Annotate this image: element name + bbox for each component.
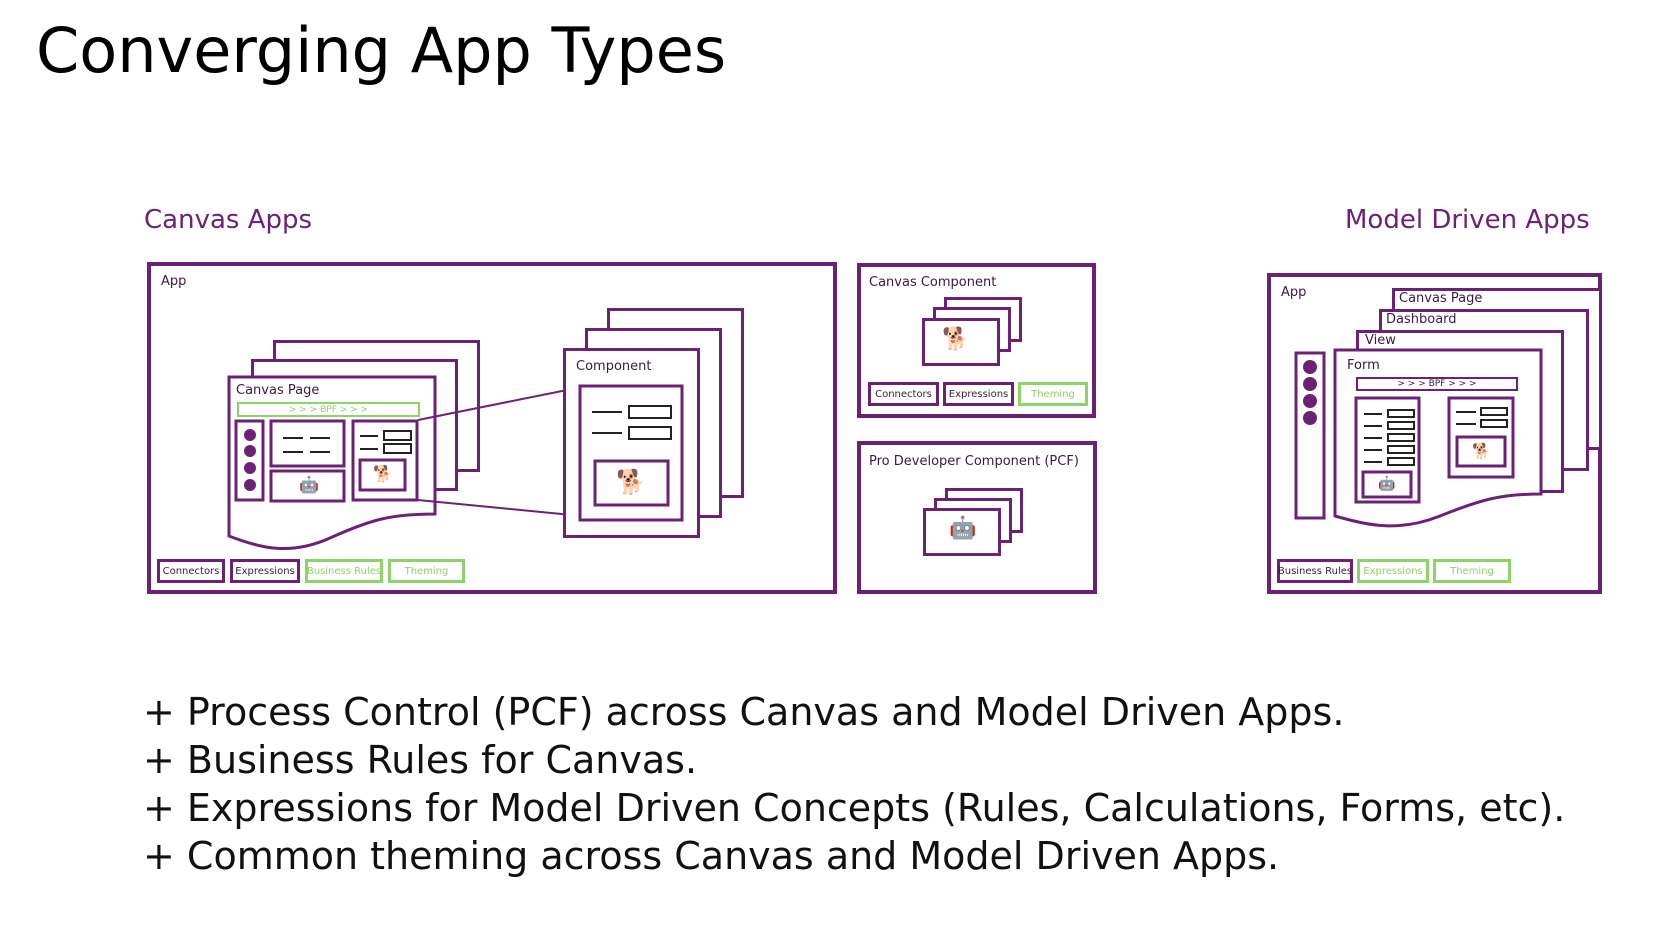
dog-icon: 🐕: [616, 468, 646, 496]
canvas-app-label: App: [161, 274, 187, 289]
canvas-apps-heading: Canvas Apps: [144, 205, 313, 235]
pill-theming: Theming: [388, 559, 465, 583]
pill-business-rules: Business Rules: [305, 559, 383, 583]
canvas-bpf-bar: > > > BPF > > >: [237, 402, 420, 417]
dog-icon: 🐕: [1472, 442, 1491, 460]
model-dashboard-label: Dashboard: [1386, 312, 1457, 327]
pill-expressions: Expressions: [1357, 559, 1429, 583]
model-form-label: Form: [1347, 358, 1380, 373]
component-label: Component: [576, 359, 652, 374]
bullet-item: + Common theming across Canvas and Model…: [143, 834, 1280, 878]
pill-theming: Theming: [1018, 382, 1088, 406]
bullet-item: + Business Rules for Canvas.: [143, 738, 698, 782]
model-app-label: App: [1281, 285, 1307, 300]
model-canvas-page-label: Canvas Page: [1399, 291, 1483, 306]
robot-icon: 🤖: [1378, 476, 1396, 492]
pill-expressions: Expressions: [943, 382, 1014, 406]
dog-icon: 🐕: [942, 327, 970, 352]
pill-connectors: Connectors: [868, 382, 939, 406]
pcf-stack-front: [923, 508, 1001, 556]
model-bpf-bar: > > > BPF > > >: [1356, 377, 1518, 391]
pcf-component-label: Pro Developer Component (PCF): [869, 454, 1079, 469]
pill-business-rules: Business Rules: [1277, 559, 1353, 583]
page-title: Converging App Types: [36, 14, 727, 87]
bullet-item: + Process Control (PCF) across Canvas an…: [143, 690, 1345, 734]
model-driven-apps-heading: Model Driven Apps: [1345, 205, 1590, 235]
robot-icon: 🤖: [299, 475, 319, 494]
model-view-label: View: [1365, 333, 1396, 348]
canvas-component-stack-front: [922, 318, 1000, 366]
canvas-page-label: Canvas Page: [236, 383, 320, 398]
pill-connectors: Connectors: [157, 559, 225, 583]
dog-icon: 🐕: [373, 464, 393, 483]
pill-expressions: Expressions: [230, 559, 300, 583]
canvas-component-label: Canvas Component: [869, 275, 997, 290]
robot-icon: 🤖: [949, 516, 977, 541]
pill-theming: Theming: [1433, 559, 1511, 583]
bullet-item: + Expressions for Model Driven Concepts …: [143, 786, 1566, 830]
bullet-list: + Process Control (PCF) across Canvas an…: [143, 688, 1565, 880]
